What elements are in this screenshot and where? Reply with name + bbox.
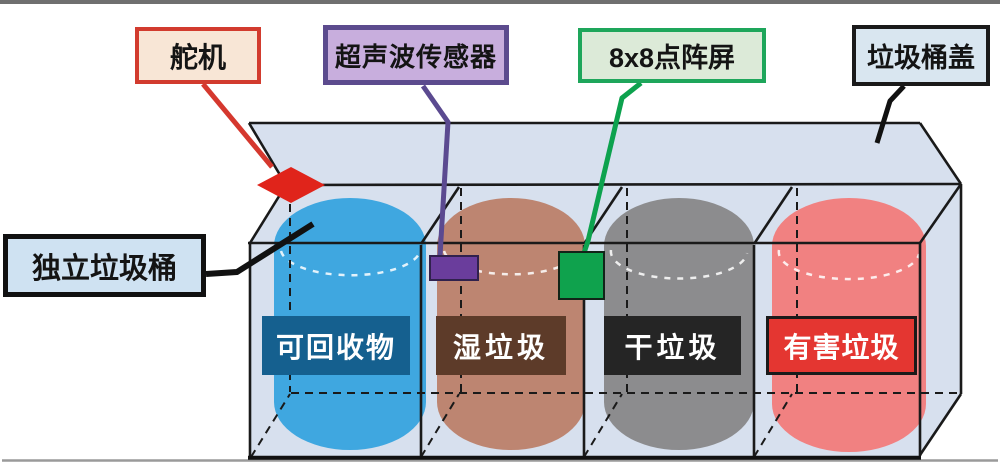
callout-dot-matrix-screen: 8x8点阵屏: [578, 28, 766, 83]
callout-ultrasonic-sensor: 超声波传感器: [323, 25, 509, 85]
bin-plate-wet-waste-label: 湿垃圾: [452, 331, 549, 363]
servo-diamond: [257, 167, 325, 203]
callout-independent-bin-label: 独立垃圾桶: [31, 252, 177, 285]
hidden-bottom-diag-d1: [420, 393, 460, 458]
servo-connector-line: [201, 82, 274, 169]
independent-bin-connector-line: [205, 221, 315, 277]
callout-trash-lid: 垃圾桶盖: [852, 25, 990, 86]
divider3-top-slant: [752, 186, 794, 245]
hidden-bottom-diag-left: [250, 393, 291, 458]
rim-harmful-waste: [777, 249, 921, 281]
dot-matrix-connector-line: [581, 81, 643, 254]
callout-lid-label: 垃圾桶盖: [867, 43, 975, 73]
bin-plate-dry-waste: 干垃圾: [604, 316, 741, 375]
top-strip: [0, 0, 1000, 4]
hidden-bottom-diag-d2: [583, 393, 623, 458]
dot-matrix-rect: [558, 251, 605, 300]
ultrasonic-sensor-rect: [429, 255, 479, 281]
bin-plate-harmful-waste-label: 有害垃圾: [783, 331, 900, 363]
bin-plate-dry-waste-label: 干垃圾: [624, 331, 721, 363]
right-wall-bottom-slant: [918, 393, 963, 456]
hidden-bottom-diag-d3: [753, 393, 793, 458]
rim-dry-waste: [609, 249, 749, 280]
lid-right-slant: [918, 122, 963, 185]
callout-dot-matrix-label: 8x8点阵屏: [608, 43, 736, 73]
lid-connector-line: [874, 84, 906, 144]
bin-plate-harmful-waste: 有害垃圾: [766, 316, 917, 375]
bin-plate-recyclable: 可回收物: [262, 316, 410, 375]
callout-servo: 舵机: [135, 27, 261, 84]
bin-plate-wet-waste: 湿垃圾: [436, 316, 566, 375]
callout-servo-label: 舵机: [169, 41, 226, 73]
callout-ultrasonic-label: 超声波传感器: [334, 41, 497, 72]
right-wall-top-edge: [918, 183, 963, 244]
bin-plate-recyclable-label: 可回收物: [275, 331, 396, 363]
callout-independent-bin: 独立垃圾桶: [3, 234, 206, 297]
ultrasonic-connector-line: [420, 84, 451, 257]
lid-front-edge: [285, 182, 962, 187]
